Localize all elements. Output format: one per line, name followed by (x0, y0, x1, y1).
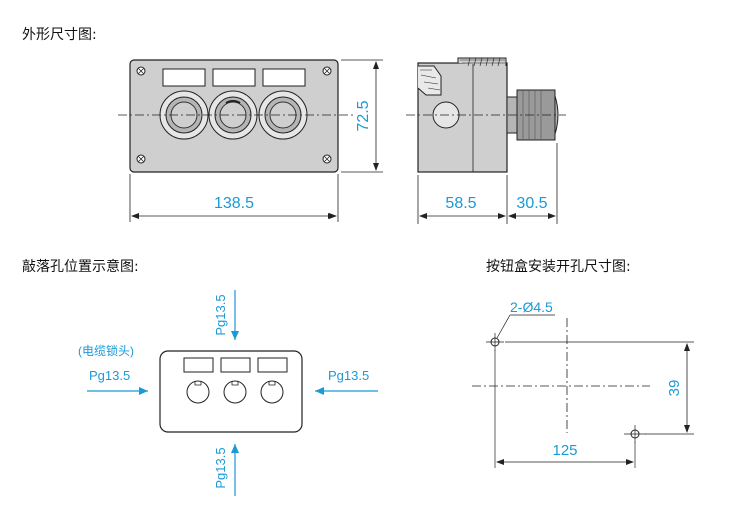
hole-spec-label: 2-Ø4.5 (510, 299, 553, 315)
knockout-heading: 敲落孔位置示意图: (22, 259, 139, 275)
button-depth-dimension: 30.5 (516, 195, 547, 212)
label-window-1 (162, 68, 206, 87)
mounting-hole-1 (486, 333, 504, 351)
outline-heading: 外形尺寸图: (22, 27, 97, 43)
cable-lock-note: (电缆锁头) (78, 343, 134, 358)
label-window-3 (262, 68, 306, 87)
front-dimensions: 138.5 72.5 (129, 59, 383, 222)
left-knockout-label: Pg13.5 (89, 368, 130, 383)
front-view (118, 59, 355, 173)
height-dimension: 72.5 (355, 100, 372, 131)
label-window-2 (212, 68, 256, 87)
knockout-diagram: Pg13.5 Pg13.5 Pg13.5 Pg13.5 (电缆锁头) (78, 290, 378, 496)
bottom-knockout-label: Pg13.5 (213, 447, 228, 488)
mounting-heading: 按钮盒安装开孔尺寸图: (486, 259, 631, 275)
mounting-hole-2 (624, 425, 646, 443)
screw-icon (136, 66, 146, 76)
screw-icon (322, 154, 332, 164)
screw-icon (136, 154, 146, 164)
width-dimension: 138.5 (214, 195, 254, 212)
mounting-diagram: 2-Ø4.5 125 39 (472, 299, 694, 468)
right-knockout-label: Pg13.5 (328, 368, 369, 383)
button-hole-1 (186, 380, 210, 404)
box-depth-dimension: 58.5 (445, 195, 476, 212)
top-knockout-label: Pg13.5 (213, 294, 228, 335)
button-hole-2 (223, 380, 247, 404)
hole-span-x-dimension: 125 (552, 442, 577, 459)
side-view (406, 57, 566, 173)
push-button-1 (159, 90, 209, 140)
side-dimensions: 58.5 30.5 (417, 143, 558, 224)
screw-icon (322, 66, 332, 76)
button-hole-3 (260, 380, 284, 404)
hole-span-y-dimension: 39 (666, 380, 683, 397)
